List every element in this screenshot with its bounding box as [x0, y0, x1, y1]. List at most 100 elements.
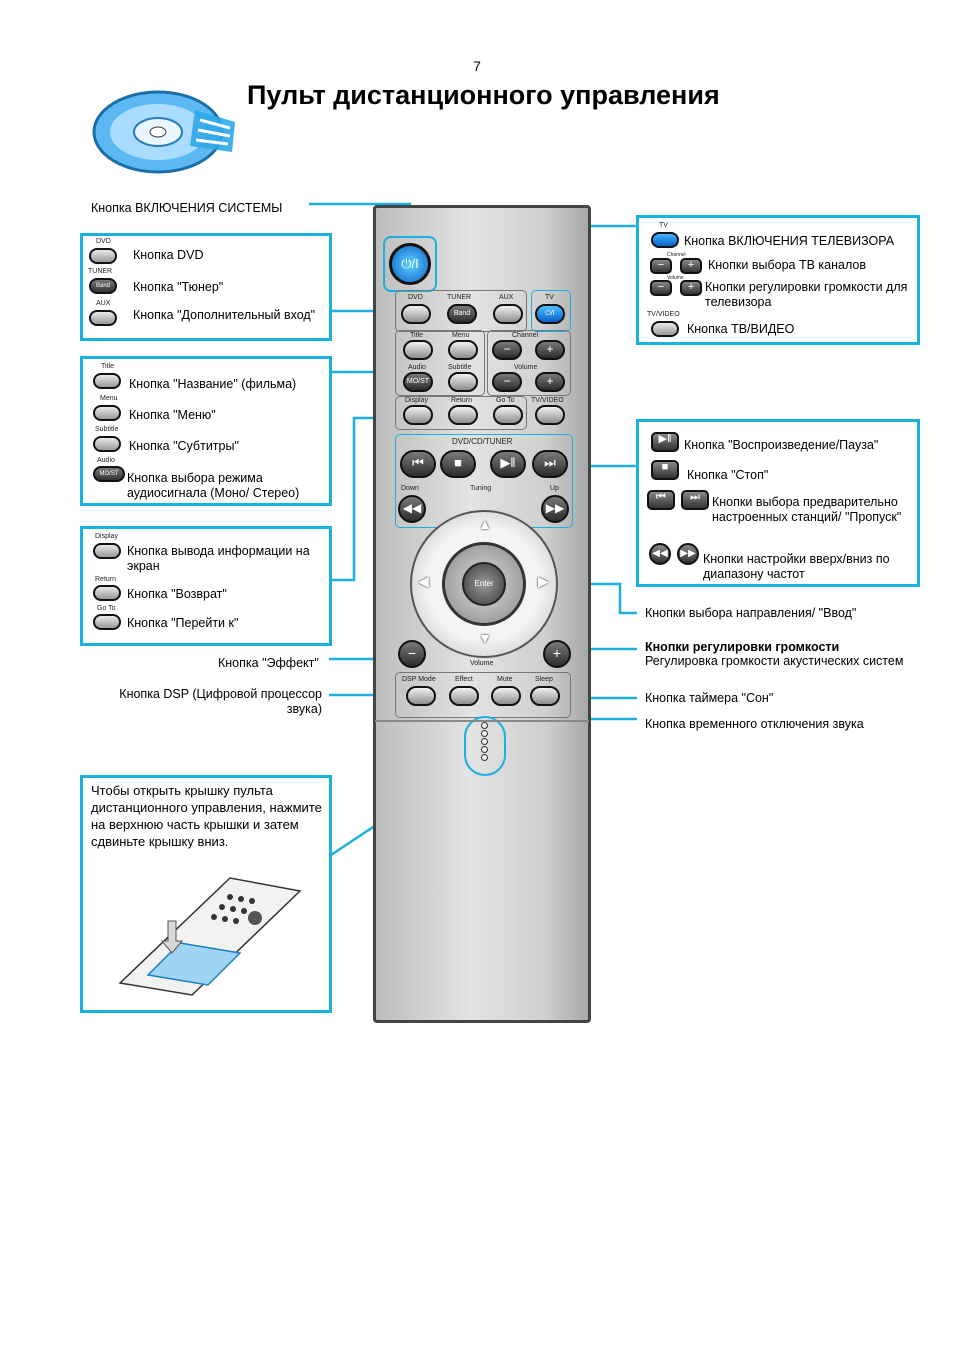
tune-down-icon: ◀◀	[649, 543, 671, 565]
mute-button[interactable]	[491, 686, 521, 706]
stop-icon: ■	[651, 460, 679, 480]
tvvideo-text: Кнопка ТВ/ВИДЕО	[687, 322, 795, 336]
callout-tv-buttons: TV Кнопка ВКЛЮЧЕНИЯ ТЕЛЕВИЗОРА Channel −…	[636, 215, 920, 345]
skip-forward-icon: ⏭	[681, 490, 709, 510]
tv-video-label: TV/VIDEO	[531, 397, 564, 404]
tuning-label: Tuning	[470, 485, 492, 492]
channel-plus-icon: +	[680, 258, 702, 274]
audio-label: Audio	[408, 364, 426, 371]
skip-forward-button[interactable]: ⏭	[532, 450, 568, 478]
preset-skip-text: Кнопки выбора предварительно настроенных…	[712, 495, 902, 524]
tv-volume-minus-button[interactable]: −	[492, 372, 522, 392]
cover-dot	[481, 730, 488, 737]
title-button[interactable]	[403, 340, 433, 360]
goto-label: Go To	[496, 397, 515, 404]
tuning-down-label: Down	[401, 485, 419, 492]
stop-button[interactable]: ■	[440, 450, 476, 478]
goto-button-icon	[93, 614, 121, 630]
transport-group-label: DVD/CD/TUNER	[452, 437, 513, 446]
sleep-button[interactable]	[530, 686, 560, 706]
callout-display-buttons: Display Кнопка вывода информации на экра…	[80, 526, 332, 646]
cover-dot	[481, 754, 488, 761]
sleep-label: Кнопка таймера "Сон"	[645, 691, 774, 705]
title-icon-label: Title	[101, 363, 114, 370]
tv-volume-text: Кнопки регулировки громкости для телевиз…	[705, 280, 908, 309]
return-icon-label: Return	[95, 576, 117, 583]
display-label: Display	[405, 397, 428, 404]
right-arrow-button[interactable]: ▶	[538, 573, 549, 589]
display-button-group	[395, 396, 527, 430]
audio-button-icon: MO/ST	[93, 466, 125, 482]
menu-text: Кнопка "Меню"	[129, 408, 216, 422]
channel-minus-button[interactable]: −	[492, 340, 522, 360]
tv-power-button[interactable]: ⏻/I	[535, 304, 565, 324]
callout-playback-buttons: ▶‖ Кнопка "Воспроизведение/Пауза" ■ Кноп…	[636, 419, 920, 587]
direction-label: Кнопки выбора направления/ "Ввод"	[645, 606, 857, 620]
volume-heading: Кнопки регулировки громкости	[645, 640, 840, 654]
tuning-up-button[interactable]: ▶▶	[541, 495, 569, 523]
left-arrow-button[interactable]: ◀	[418, 573, 429, 589]
cover-dot	[481, 746, 488, 753]
cover-release-highlight	[464, 716, 506, 776]
enter-button[interactable]: Enter	[462, 562, 506, 606]
volume-plus-button[interactable]: +	[543, 640, 571, 668]
power-highlight	[383, 236, 437, 292]
goto-button[interactable]	[493, 405, 523, 425]
tv-volume-plus-icon: +	[680, 280, 702, 296]
stop-text: Кнопка "Стоп"	[687, 468, 769, 482]
title-text: Кнопка "Название" (фильма)	[129, 377, 297, 391]
tuner-icon-label: TUNER	[88, 268, 113, 275]
page-title: Пульт дистанционного управления	[247, 80, 720, 110]
channel-plus-button[interactable]: +	[535, 340, 565, 360]
source-button-group	[395, 290, 527, 332]
tv-volume-plus-button[interactable]: +	[535, 372, 565, 392]
display-icon-label: Display	[95, 533, 118, 540]
return-button-icon	[93, 585, 121, 601]
tuning-down-button[interactable]: ◀◀	[398, 495, 426, 523]
channel-icon-label: Channel	[667, 252, 686, 258]
dvd-button[interactable]	[401, 304, 431, 324]
skip-back-button[interactable]: ⏮	[400, 450, 436, 478]
page-number: 7	[473, 58, 481, 74]
subtitle-button[interactable]	[448, 372, 478, 392]
dsp-mode-button[interactable]	[406, 686, 436, 706]
tune-up-icon: ▶▶	[677, 543, 699, 565]
display-button-icon	[93, 543, 121, 559]
mute-label-remote: Mute	[497, 676, 513, 683]
menu-button-group	[395, 330, 485, 396]
up-arrow-button[interactable]: ▲	[478, 516, 492, 532]
cover-note-text: Чтобы открыть крышку пульта дистанционно…	[91, 783, 322, 849]
tuner-label: TUNER	[447, 294, 472, 301]
play-pause-button[interactable]: ▶‖	[490, 450, 526, 478]
volume-icon-label: Volume	[667, 275, 684, 281]
subtitle-button-icon	[93, 436, 121, 452]
dsp-label: Кнопка DSP (Цифровой процессор звука)	[119, 687, 322, 716]
return-label: Return	[451, 397, 473, 404]
audio-icon-label: Audio	[97, 457, 115, 464]
tvvideo-button-icon	[651, 321, 679, 337]
dsp-mode-label: DSP Mode	[402, 676, 436, 683]
menu-button[interactable]	[448, 340, 478, 360]
tuning-text: Кнопки настройки вверх/вниз по диапазону…	[703, 552, 890, 581]
goto-icon-label: Go To	[97, 605, 116, 612]
cover-seam	[375, 720, 589, 722]
cover-dot	[481, 738, 488, 745]
audio-mono-stereo-button[interactable]: MO/ST	[403, 372, 433, 392]
effect-button[interactable]	[449, 686, 479, 706]
tuner-band-button[interactable]: Band	[447, 304, 477, 324]
return-text: Кнопка "Возврат"	[127, 587, 227, 601]
tuning-up-label: Up	[550, 485, 559, 492]
channel-text: Кнопки выбора ТВ каналов	[708, 258, 866, 272]
volume-minus-button[interactable]: −	[398, 640, 426, 668]
subtitle-icon-label: Subtitle	[95, 426, 119, 433]
disc-icon	[92, 90, 235, 174]
return-button[interactable]	[448, 405, 478, 425]
system-power-button[interactable]: ⏻/I	[389, 243, 431, 285]
display-button[interactable]	[403, 405, 433, 425]
tv-video-button[interactable]	[535, 405, 565, 425]
system-power-label: Кнопка ВКЛЮЧЕНИЯ СИСТЕМЫ	[91, 201, 283, 215]
aux-button[interactable]	[493, 304, 523, 324]
down-arrow-button[interactable]: ▼	[478, 630, 492, 646]
tv-power-text: Кнопка ВКЛЮЧЕНИЯ ТЕЛЕВИЗОРА	[684, 234, 895, 248]
tv-power-group	[531, 290, 571, 332]
